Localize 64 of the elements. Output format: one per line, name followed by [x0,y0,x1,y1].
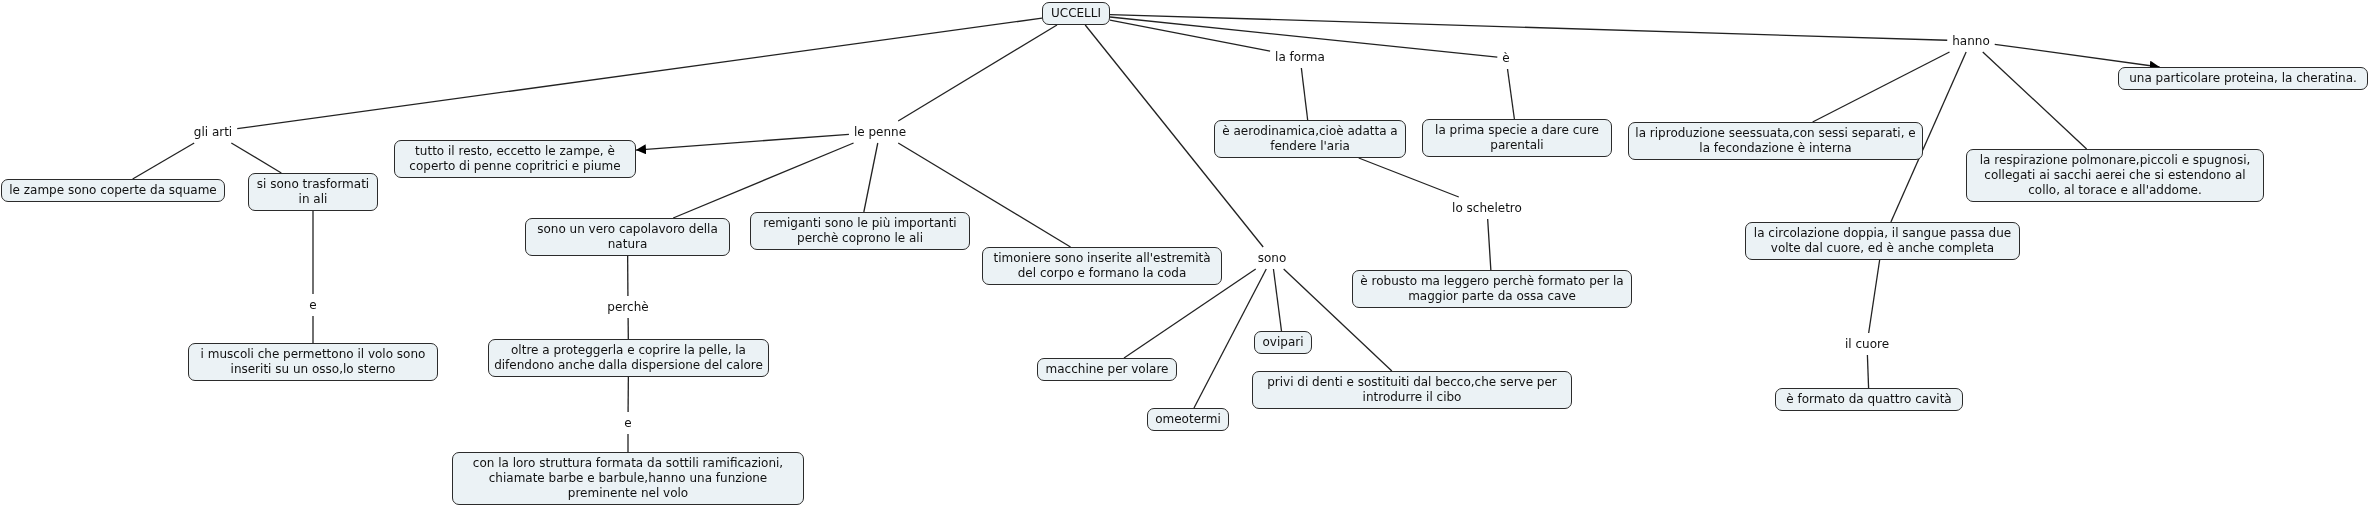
connector-line [672,142,855,219]
connector-line [627,255,629,297]
arrow [635,133,850,155]
connector-line [312,315,314,344]
linking-phrase: la forma [1273,49,1327,65]
linking-phrase: gli arti [191,124,235,140]
connector-line [897,24,1058,122]
connector-line [1890,51,1967,223]
connector-line [1283,268,1393,372]
linking-phrase: sono [1255,250,1289,266]
connector-line [1982,51,2088,150]
concept-box: la prima specie a dare cure parentali [1422,119,1612,157]
connector-line [1866,354,1870,389]
concept-box: UCCELLI [1042,2,1110,25]
connector-line [230,142,282,174]
connector-line [1506,68,1516,120]
linking-phrase: hanno [1950,33,1992,49]
connector-line [312,210,314,295]
connector-line [1300,67,1309,121]
concept-box: è robusto ma leggero perchè formato per la maggior parte da ossa cave [1352,270,1632,308]
concept-box: remiganti sono le più importanti perchè coprono le ali [750,212,970,250]
connector-line [1109,19,1271,52]
concept-box: la riproduzione seessuata,con sessi separati, e la fecondazione è interna [1628,122,1923,160]
connector-line [236,17,1043,130]
concept-box: le zampe sono coperte da squame [1,179,225,202]
concept-box: macchine per volare [1037,358,1177,381]
linking-phrase: perchè [605,299,651,315]
concept-box: i muscoli che permettono il volo sono inseriti su un osso,lo sterno [188,343,438,381]
connector-line [1109,16,1498,58]
connector-line [1272,268,1283,332]
connector-line [897,142,1072,248]
connector-line [1193,268,1267,409]
concept-box: ovipari [1254,331,1312,354]
connector-line [1487,218,1492,271]
concept-box: la circolazione doppia, il sangue passa due volte dal cuore, ed è anche completa [1745,222,2020,260]
concept-box: una particolare proteina, la cheratina. [2118,67,2368,90]
connector-line [627,433,629,453]
concept-box: con la loro struttura formata da sottili ramificazioni, chiamate barbe e barbule,hanno una funzione preminente nel volo [452,452,804,505]
concept-box: è aerodinamica,cioè adatta a fendere l'aria [1214,120,1406,158]
connector-line [1812,51,1951,123]
concept-box: è formato da quattro cavità [1775,388,1963,411]
concept-box: sono un vero capolavoro della natura [525,218,730,256]
connector-line [1109,13,1948,41]
connector-line [1123,268,1257,359]
linking-phrase: il cuore [1842,336,1892,352]
concept-box: la respirazione polmonare,piccoli e spugnosi, collegati ai sacchi aerei che si estendono al collo, al torace e all'addome. [1966,149,2264,202]
connector-line [863,142,879,213]
linking-phrase: e [307,297,319,313]
concept-box: privi di denti e sostituiti dal becco,che serve per introdurre il cibo [1252,371,1572,409]
linking-phrase: le penne [851,124,909,140]
concept-box: oltre a proteggerla e coprire la pelle, la difendono anche dalla dispersione del calore [488,339,769,377]
connector-line [1868,259,1881,334]
concept-box: omeotermi [1147,408,1229,431]
concept-box: timoniere sono inserite all'estremità del corpo e formano la coda [982,247,1222,285]
concept-box: si sono trasformati in ali [248,173,378,211]
connector-line [132,142,195,180]
linking-phrase: è [1500,50,1512,66]
linking-phrase: e [622,415,634,431]
connector-line [1084,24,1264,248]
concept-box: tutto il resto, eccetto le zampe, è coperto di penne copritrici e piume [394,140,636,178]
linking-phrase: lo scheletro [1450,200,1524,216]
connector-line [627,317,629,340]
connector-line [627,376,629,413]
connector-line [1358,157,1460,198]
